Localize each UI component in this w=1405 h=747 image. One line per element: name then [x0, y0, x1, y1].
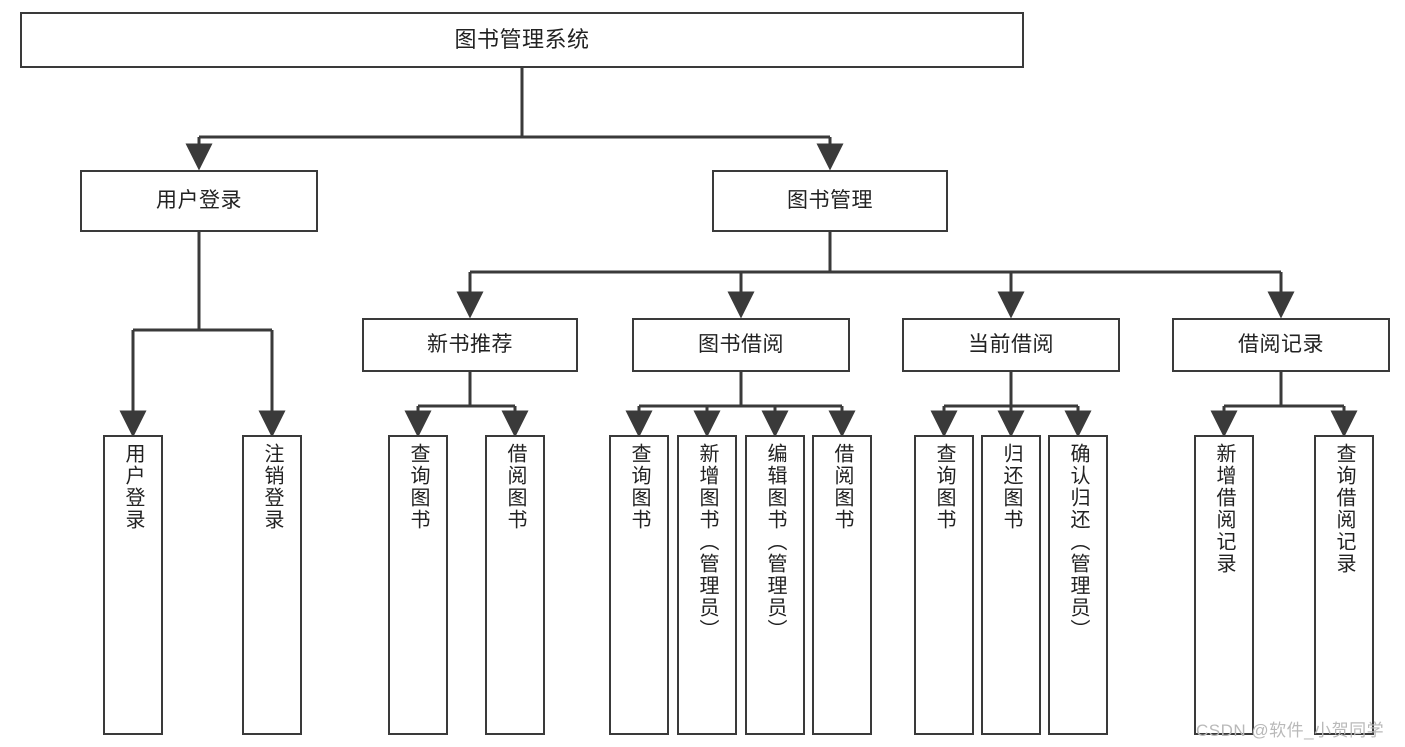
node-leaf-borrow-book-1[interactable]: 借阅图书: [485, 435, 545, 735]
node-borrow-record[interactable]: 借阅记录: [1172, 318, 1390, 372]
node-leaf-query-record[interactable]: 查询借阅记录: [1314, 435, 1374, 735]
node-root-system[interactable]: 图书管理系统: [20, 12, 1024, 68]
node-leaf-edit-book[interactable]: 编辑图书（管理员）: [745, 435, 805, 735]
node-label: 当前借阅: [968, 332, 1054, 356]
node-leaf-user-login[interactable]: 用户登录: [103, 435, 163, 735]
node-label: 图书管理系统: [454, 27, 590, 53]
node-leaf-query-book-1[interactable]: 查询图书: [388, 435, 448, 735]
node-label: 借阅图书: [831, 443, 853, 531]
node-book-manage[interactable]: 图书管理: [712, 170, 948, 232]
node-label: 新增借阅记录: [1213, 443, 1235, 575]
node-leaf-query-book-3[interactable]: 查询图书: [914, 435, 974, 735]
node-leaf-confirm-return[interactable]: 确认归还（管理员）: [1048, 435, 1108, 735]
node-current-borrow[interactable]: 当前借阅: [902, 318, 1120, 372]
node-leaf-return-book[interactable]: 归还图书: [981, 435, 1041, 735]
csdn-watermark: CSDN @软件_小贺同学: [1196, 721, 1385, 740]
node-label: 编辑图书（管理员）: [764, 443, 786, 641]
node-label: 归还图书: [1000, 443, 1022, 531]
node-label: 查询图书: [628, 443, 650, 531]
node-label: 新增图书（管理员）: [696, 443, 718, 641]
node-label: 查询借阅记录: [1333, 443, 1355, 575]
node-label: 查询图书: [933, 443, 955, 531]
node-label: 新书推荐: [427, 332, 513, 356]
node-leaf-add-book[interactable]: 新增图书（管理员）: [677, 435, 737, 735]
node-label: 图书借阅: [698, 332, 784, 356]
node-label: 注销登录: [261, 443, 283, 531]
node-label: 用户登录: [156, 188, 242, 212]
node-leaf-query-book-2[interactable]: 查询图书: [609, 435, 669, 735]
node-book-borrow[interactable]: 图书借阅: [632, 318, 850, 372]
node-label: 用户登录: [122, 443, 144, 531]
node-leaf-logout[interactable]: 注销登录: [242, 435, 302, 735]
node-new-book-recommend[interactable]: 新书推荐: [362, 318, 578, 372]
node-label: 图书管理: [787, 188, 873, 212]
node-label: 借阅记录: [1238, 332, 1324, 356]
node-user-login[interactable]: 用户登录: [80, 170, 318, 232]
node-leaf-borrow-book-2[interactable]: 借阅图书: [812, 435, 872, 735]
node-label: 确认归还（管理员）: [1067, 443, 1089, 641]
node-label: 借阅图书: [504, 443, 526, 531]
node-leaf-add-record[interactable]: 新增借阅记录: [1194, 435, 1254, 735]
node-label: 查询图书: [407, 443, 429, 531]
